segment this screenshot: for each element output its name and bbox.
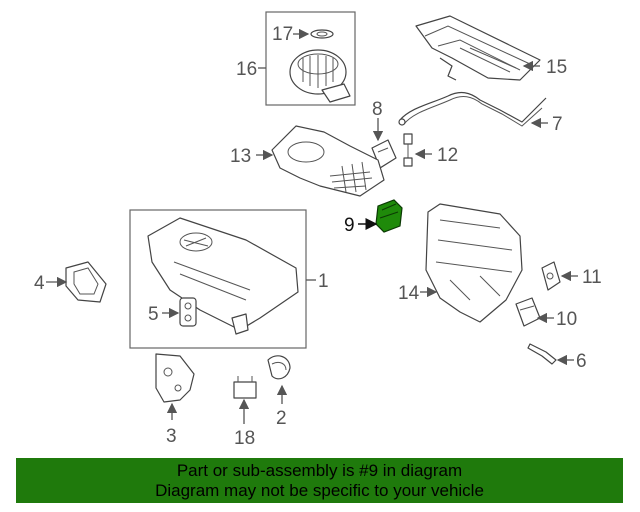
callout-4: 4: [34, 273, 45, 294]
callout-8: 8: [372, 99, 383, 120]
callout-6: 6: [576, 351, 587, 372]
part-9-highlighted-component[interactable]: 9: [344, 199, 403, 236]
callout-17: 17: [272, 24, 293, 45]
part-1-case: [147, 217, 299, 335]
part-12-sensor: 12: [403, 133, 458, 167]
part-10-actuator: 10: [515, 297, 577, 330]
callout-2: 2: [276, 408, 287, 429]
exploded-parts-diagram: 17 16 15 7 8 12: [34, 11, 602, 449]
part-14-evaporator-case: 14: [398, 203, 523, 323]
callout-10: 10: [556, 309, 577, 330]
banner-line-disclaimer: Diagram may not be specific to your vehi…: [155, 481, 484, 500]
callout-9: 9: [344, 215, 355, 236]
part-6-rod: 6: [527, 343, 587, 372]
part-13-blower-housing: 13: [230, 125, 385, 197]
part-5-valve: 5: [148, 297, 197, 327]
part-4-seal: 4: [34, 261, 107, 303]
part-17-gasket: [310, 29, 334, 39]
banner-line-part-number: Part or sub-assembly is #9 in diagram: [176, 461, 463, 480]
part-2-cover: 2: [267, 355, 291, 429]
callout-3: 3: [166, 426, 177, 447]
part-7-hose-assembly: 7: [398, 91, 563, 135]
part-16-blower-motor: [289, 49, 351, 103]
callout-14: 14: [398, 283, 420, 304]
callout-7: 7: [552, 114, 563, 135]
part-16-blower-motor-group: 17 16: [236, 11, 356, 106]
callout-15: 15: [546, 57, 567, 78]
part-15-heater-core: 15: [415, 15, 567, 81]
callout-5: 5: [148, 304, 159, 325]
part-3-bracket: 3: [155, 353, 195, 447]
callout-1: 1: [318, 271, 329, 292]
part-18-connector: 18: [233, 376, 257, 449]
part-8-actuator: 8: [371, 99, 397, 169]
highlight-notice-banner: Part or sub-assembly is #9 in diagram Di…: [16, 458, 623, 503]
callout-16: 16: [236, 59, 257, 80]
callout-18: 18: [234, 428, 255, 449]
callout-13: 13: [230, 146, 251, 167]
callout-11: 11: [582, 267, 602, 288]
part-11-bracket: 11: [541, 261, 602, 291]
callout-12: 12: [437, 145, 458, 166]
part-1-case-group: 1 5: [129, 209, 329, 349]
